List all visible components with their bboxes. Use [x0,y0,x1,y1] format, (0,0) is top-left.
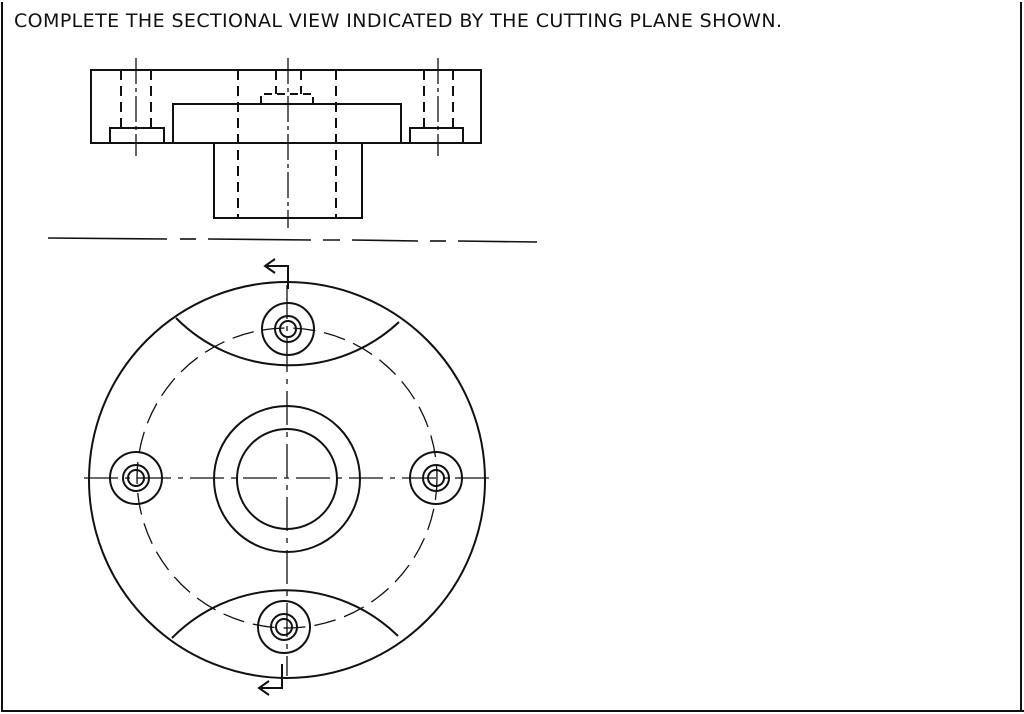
hidden-lines [120,70,454,218]
bottom-recess-arc [171,589,399,639]
cutting-plane-line [47,237,538,243]
top-counterbore-hidden [260,93,314,104]
top-view [84,281,490,679]
right-counterbore [409,127,464,143]
bolt-hole-bottom [257,600,311,654]
cutting-plane-arrow-bottom [257,664,283,696]
top-center-lines [84,285,490,676]
left-counterbore [109,127,165,143]
center-step [172,103,402,143]
front-center-lines [135,58,439,228]
front-view [90,58,482,228]
cutting-plane-arrow-top [263,258,289,289]
flange-outline [90,69,482,144]
instruction-text: COMPLETE THE SECTIONAL VIEW INDICATED BY… [14,10,783,32]
